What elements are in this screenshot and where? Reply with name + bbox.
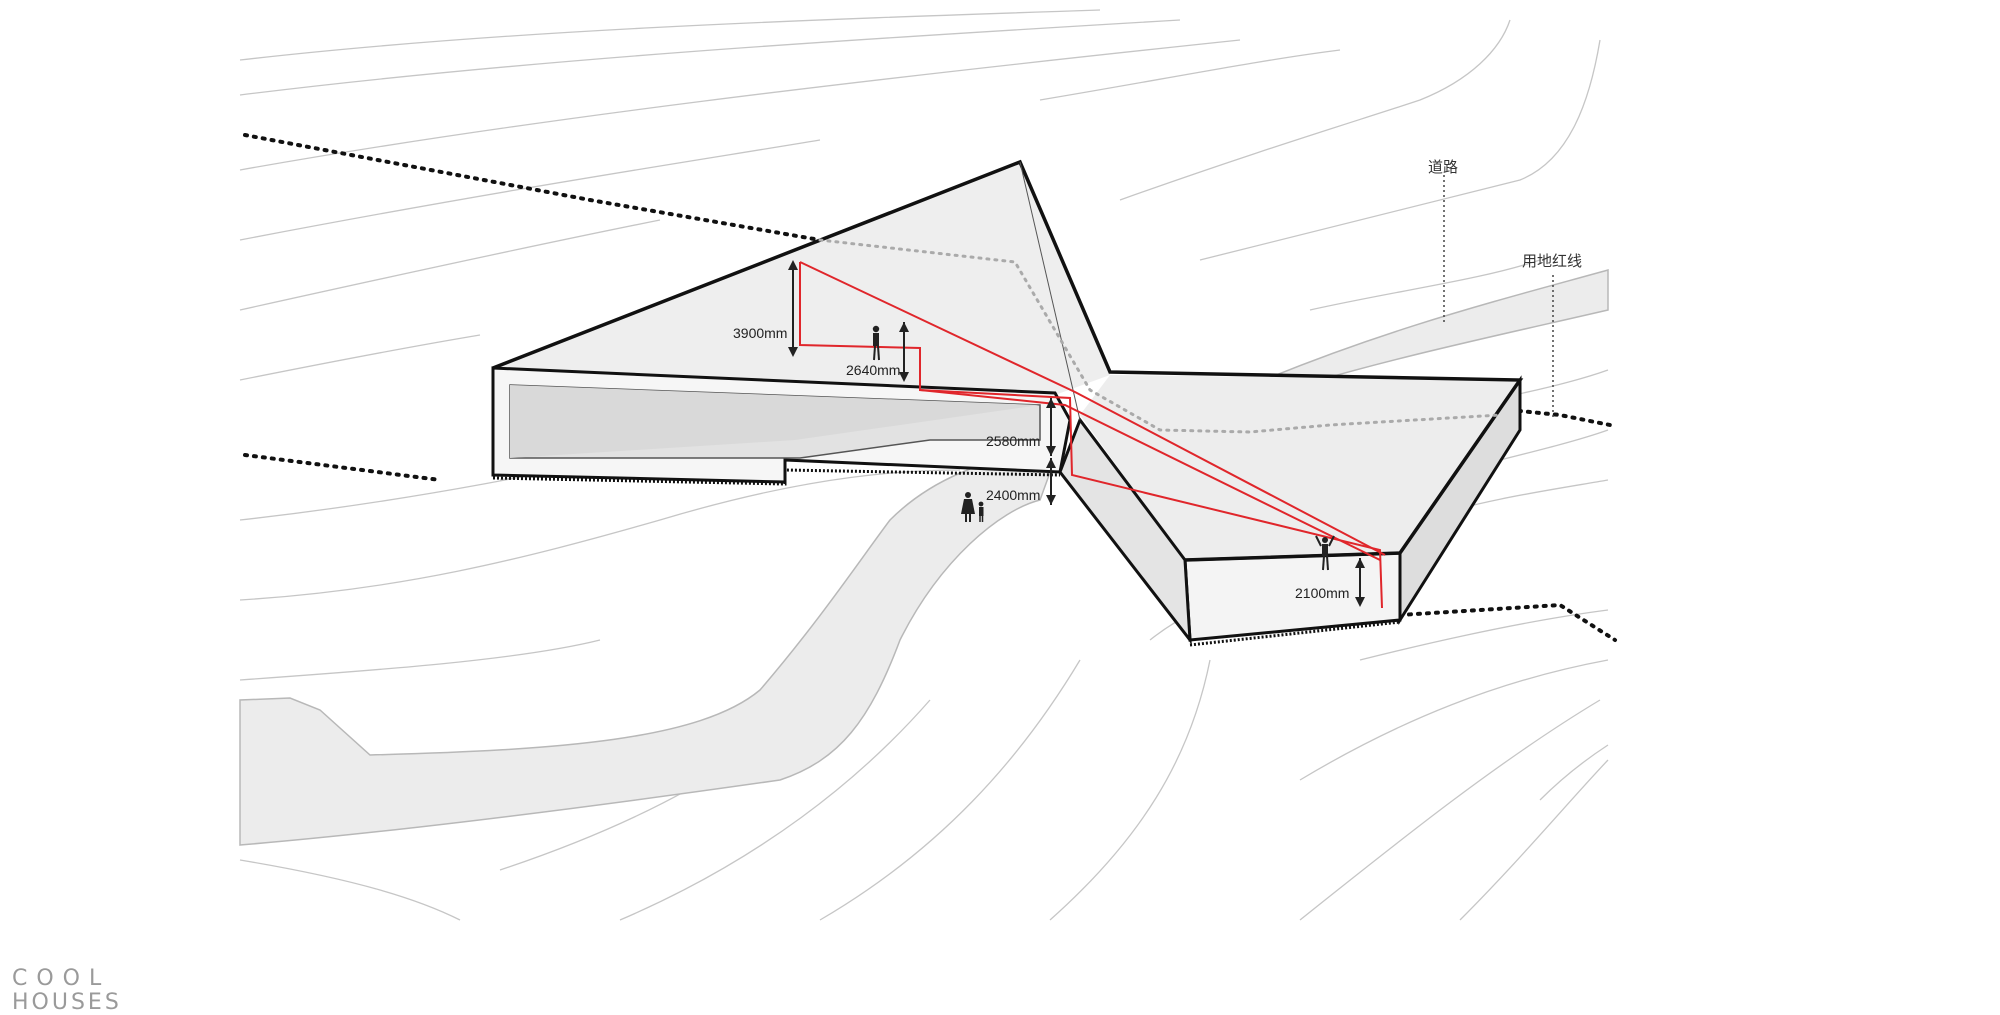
section-line [799,261,1386,609]
dimension-2400: 2400mm [986,487,1040,503]
building [491,159,1524,647]
road [239,269,1609,846]
dimension-labels: 3900mm 2640mm 2580mm 2400mm 2100mm [733,325,1349,601]
human-figures [872,325,1335,571]
watermark-line-1: COOL [12,966,111,991]
dimension-3900: 3900mm [733,325,787,341]
dimension-2640: 2640mm [846,362,900,378]
internal-guides [818,238,1502,434]
watermark-line-2: HOUSES [12,990,122,1015]
dimension-2580: 2580mm [986,433,1040,449]
contour-lines [239,9,1609,921]
dimension-2100: 2100mm [1295,585,1349,601]
site-boundary [243,133,1617,642]
dimension-arrows [788,260,1365,607]
annotations: 道路 用地红线 [1428,158,1582,420]
road-label: 道路 [1428,158,1458,176]
site-red-line-label: 用地红线 [1522,252,1582,270]
